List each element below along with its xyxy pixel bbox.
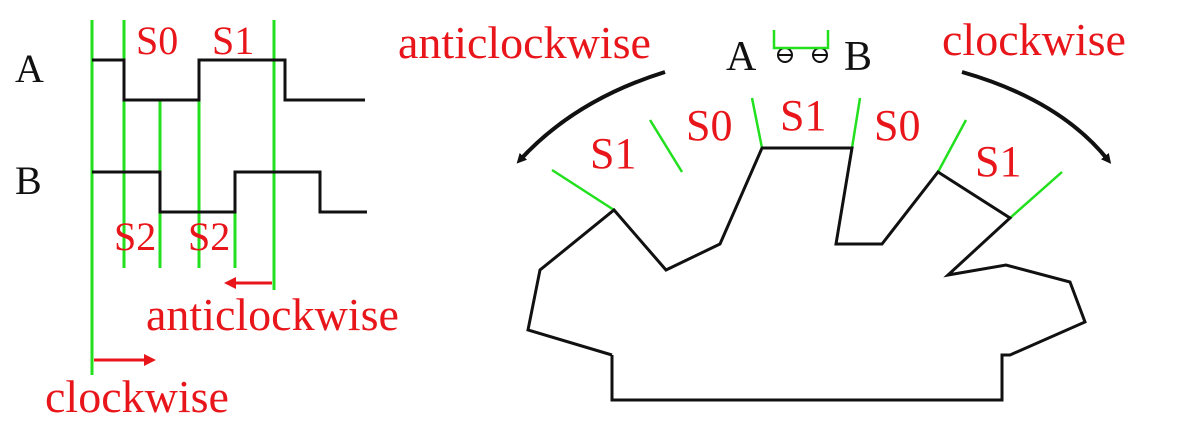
tooth-state-label: S0: [686, 101, 732, 150]
sensor-pair: [772, 30, 830, 63]
state-label-s2: S2: [188, 214, 230, 259]
tooth-marker-line: [850, 97, 862, 149]
tooth-marker-line: [1009, 171, 1063, 219]
waveform-a: [92, 58, 365, 102]
state-label-s1: S1: [212, 18, 254, 63]
clockwise-arrow: [961, 70, 1112, 164]
tooth-state-label: S1: [780, 91, 826, 140]
timing-diagram: A B S0 S1 S2 S2 anticlockwise clockwise: [15, 18, 399, 422]
tooth-state-label: S1: [590, 129, 636, 178]
clockwise-label: clockwise: [45, 371, 229, 422]
channel-a-label: A: [15, 46, 44, 91]
sensor-bracket: [772, 30, 830, 50]
sensor-a-label: A: [726, 34, 757, 80]
anticlockwise-label: anticlockwise: [146, 289, 399, 340]
wheel-clockwise-label: clockwise: [942, 14, 1126, 65]
state-label-s2: S2: [114, 214, 156, 259]
tooth-marker-line: [750, 97, 764, 149]
waveform-b: [92, 170, 367, 214]
encoder-wheel-diagram: anticlockwise clockwise A B S1 S0 S1 S0 …: [398, 14, 1126, 402]
tooth-marker-line: [551, 168, 615, 212]
tooth-state-label: S0: [874, 101, 920, 150]
clockwise-arrowhead: [144, 354, 156, 366]
anticlockwise-arrowhead: [224, 277, 236, 289]
tooth-marker-line: [936, 119, 968, 173]
sensor-b-label: B: [844, 34, 872, 80]
tooth-state-label: S1: [975, 137, 1021, 186]
encoder-wheel-outline: [526, 146, 1087, 402]
state-label-s0: S0: [136, 18, 178, 63]
wheel-anticlockwise-label: anticlockwise: [398, 17, 651, 68]
channel-b-label: B: [15, 158, 42, 203]
tooth-marker-line: [648, 119, 684, 173]
anticlockwise-arrow: [516, 70, 666, 164]
